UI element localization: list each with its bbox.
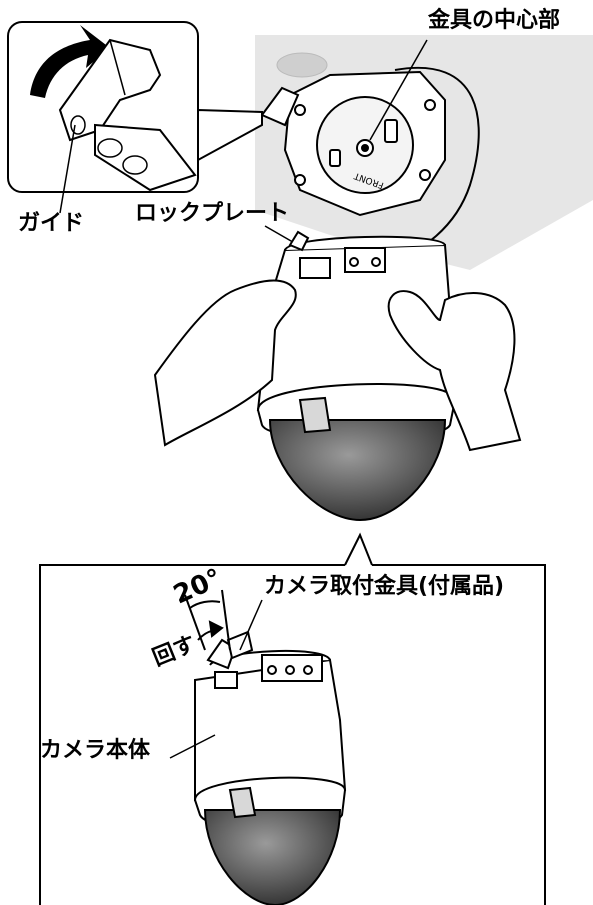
lower-camera xyxy=(193,630,347,905)
upper-camera xyxy=(256,230,457,522)
bracket-lock-tab xyxy=(260,86,300,127)
ceiling-bracket xyxy=(283,70,446,217)
label-lock-plate: ロックプレート xyxy=(135,201,290,226)
center-pointer-line xyxy=(369,39,428,141)
rotation-indicator xyxy=(184,589,231,651)
bracket-pointer-line xyxy=(239,599,263,651)
label-camera-mount-bracket: カメラ取付金具(付属品) xyxy=(264,574,505,599)
label-bracket-center: 金具の中心部 xyxy=(428,8,561,33)
body-pointer-line xyxy=(169,734,216,759)
label-camera-body: カメラ本体 xyxy=(40,738,151,763)
callout-pointer xyxy=(344,532,373,566)
inset-connector xyxy=(197,108,263,162)
hands xyxy=(153,279,522,452)
label-guide: ガイド xyxy=(18,211,85,236)
detail-box xyxy=(39,564,546,905)
ceiling-hole xyxy=(276,52,328,78)
guide-inset xyxy=(7,21,199,214)
